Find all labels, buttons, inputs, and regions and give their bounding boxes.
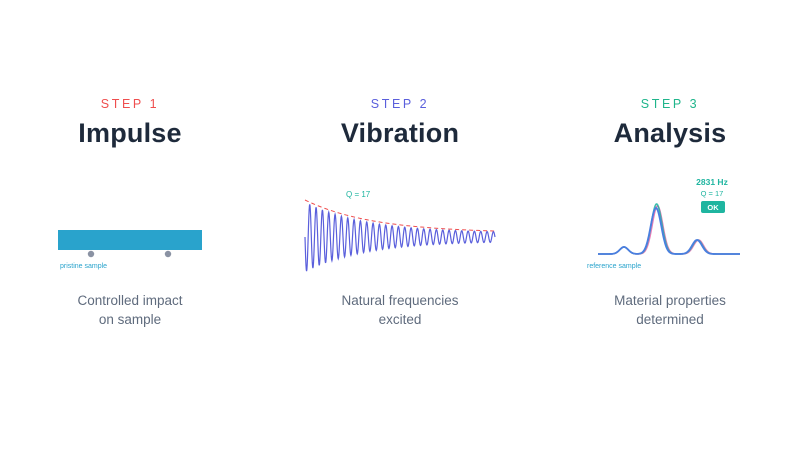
sample-label: pristine sample xyxy=(60,263,107,270)
step-title: Vibration xyxy=(340,118,460,148)
vibration-illustration: Q = 17 xyxy=(304,190,496,272)
damped-waveform xyxy=(304,204,496,272)
impulse-illustration: pristine sample xyxy=(58,230,202,270)
desc-line-2: on sample xyxy=(98,312,162,327)
analysis-illustration: 2831 Hz Q = 17 OK reference sample xyxy=(587,177,740,270)
support-left xyxy=(87,250,95,258)
step-description: Natural frequencies excited xyxy=(280,291,520,329)
ok-badge-label: OK xyxy=(707,203,719,212)
desc-line-1: Controlled impact xyxy=(77,293,183,308)
step-impulse: STEP 1 Impulse pristine sample Controlle… xyxy=(10,0,250,450)
step-title: Analysis xyxy=(613,118,727,148)
step-vibration: STEP 2 Vibration Q = 17 Natural frequenc… xyxy=(280,0,520,450)
step-analysis: STEP 3 Analysis 2831 Hz Q = 17 OK refere… xyxy=(550,0,790,450)
desc-line-1: Natural frequencies xyxy=(341,293,459,308)
q-factor-label: Q = 17 xyxy=(346,190,371,199)
measured-spectrum xyxy=(598,207,740,255)
step-description: Material properties determined xyxy=(550,291,790,329)
step-label: STEP 2 xyxy=(370,97,430,111)
reference-label: reference sample xyxy=(587,263,641,270)
step-label: STEP 3 xyxy=(640,97,700,111)
sample-bar xyxy=(58,230,202,250)
step-label: STEP 1 xyxy=(100,97,160,111)
ok-badge xyxy=(701,201,725,213)
step-description: Controlled impact on sample xyxy=(10,291,250,329)
desc-line-1: Material properties xyxy=(614,293,726,308)
frequency-label: 2831 Hz xyxy=(696,177,728,187)
step-title: Impulse xyxy=(78,118,182,148)
desc-line-2: determined xyxy=(636,312,704,327)
q-factor-label: Q = 17 xyxy=(701,189,724,198)
reference-spectrum xyxy=(598,205,740,255)
desc-line-2: excited xyxy=(378,312,422,327)
decay-envelope xyxy=(304,199,496,232)
support-right xyxy=(164,250,172,258)
